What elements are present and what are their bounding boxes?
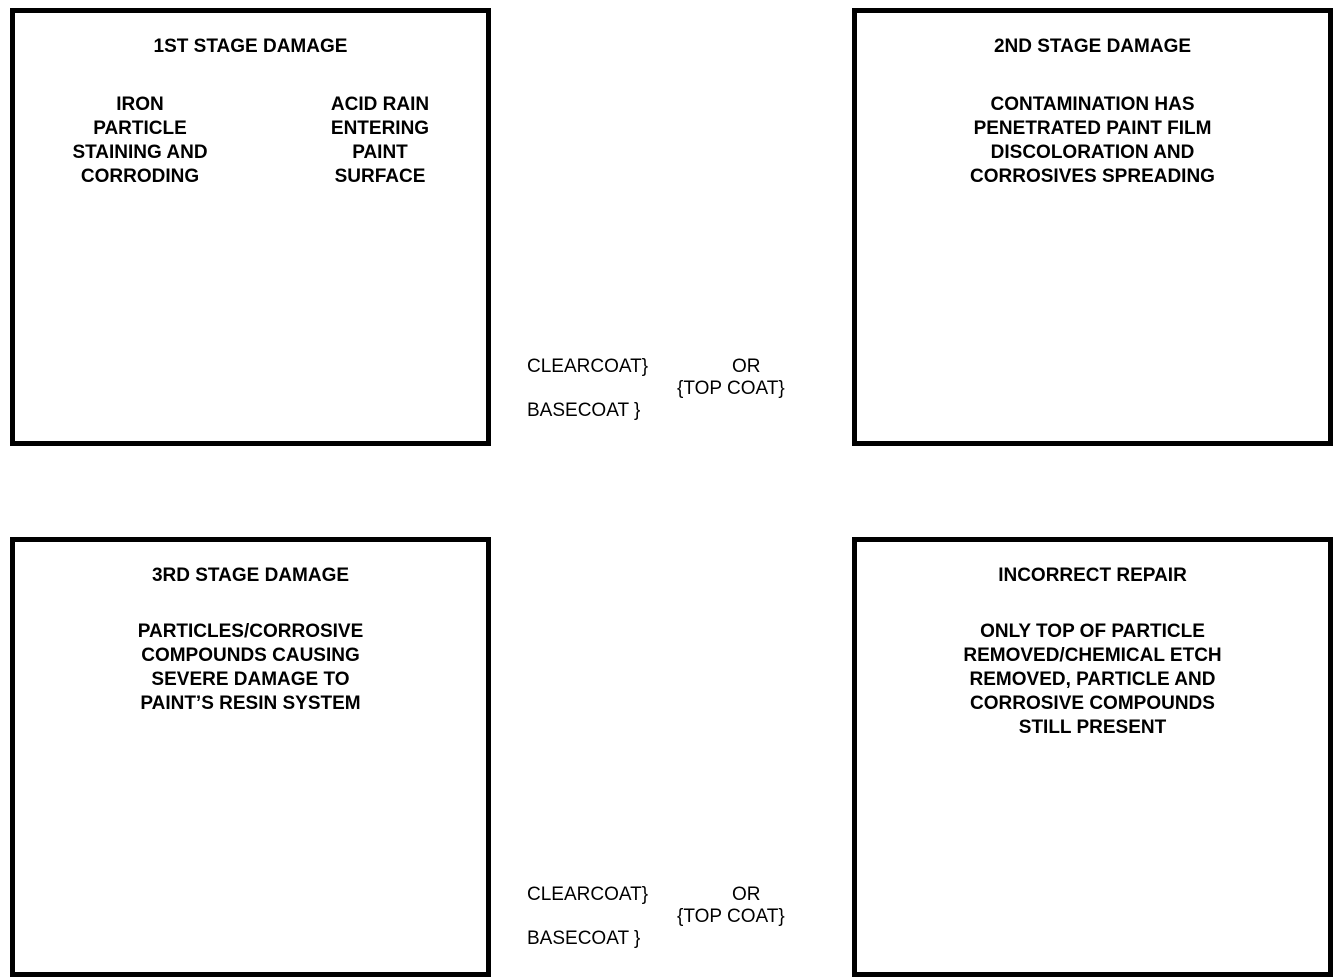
repair-description: ONLY TOP OF PARTICLE REMOVED/CHEMICAL ET…	[857, 620, 1328, 740]
stage3-panel: 3RD STAGE DAMAGE PARTICLES/CORROSIVE COM…	[10, 537, 491, 977]
stage3-description: PARTICLES/CORROSIVE COMPOUNDS CAUSING SE…	[15, 620, 486, 716]
stage3-title: 3RD STAGE DAMAGE	[15, 564, 486, 588]
repair-title: INCORRECT REPAIR	[857, 564, 1328, 588]
legend-clearcoat: CLEARCOAT}	[527, 356, 648, 378]
legend-basecoat: BASECOAT }	[527, 400, 640, 422]
stage1-panel: 1ST STAGE DAMAGE IRON PARTICLE STAINING …	[10, 8, 491, 446]
legend-basecoat: BASECOAT }	[527, 928, 640, 950]
legend-clearcoat: CLEARCOAT}	[527, 884, 648, 906]
legend-or: OR	[732, 356, 761, 378]
legend-topcoat: {TOP COAT}	[677, 906, 785, 928]
stage1-acid-rain-label: ACID RAIN ENTERING PAINT SURFACE	[305, 93, 455, 189]
layer-legend-bottom: CLEARCOAT} OR {TOP COAT} BASECOAT }	[527, 884, 827, 960]
legend-or: OR	[732, 884, 761, 906]
legend-topcoat: {TOP COAT}	[677, 378, 785, 400]
stage1-title: 1ST STAGE DAMAGE	[15, 35, 486, 59]
stage2-title: 2ND STAGE DAMAGE	[857, 35, 1328, 59]
stage2-description: CONTAMINATION HAS PENETRATED PAINT FILM …	[857, 93, 1328, 189]
stage2-panel: 2ND STAGE DAMAGE CONTAMINATION HAS PENET…	[852, 8, 1333, 446]
repair-panel: INCORRECT REPAIR ONLY TOP OF PARTICLE RE…	[852, 537, 1333, 977]
stage1-iron-particle-label: IRON PARTICLE STAINING AND CORRODING	[55, 93, 225, 189]
layer-legend-top: CLEARCOAT} OR {TOP COAT} BASECOAT }	[527, 356, 827, 432]
